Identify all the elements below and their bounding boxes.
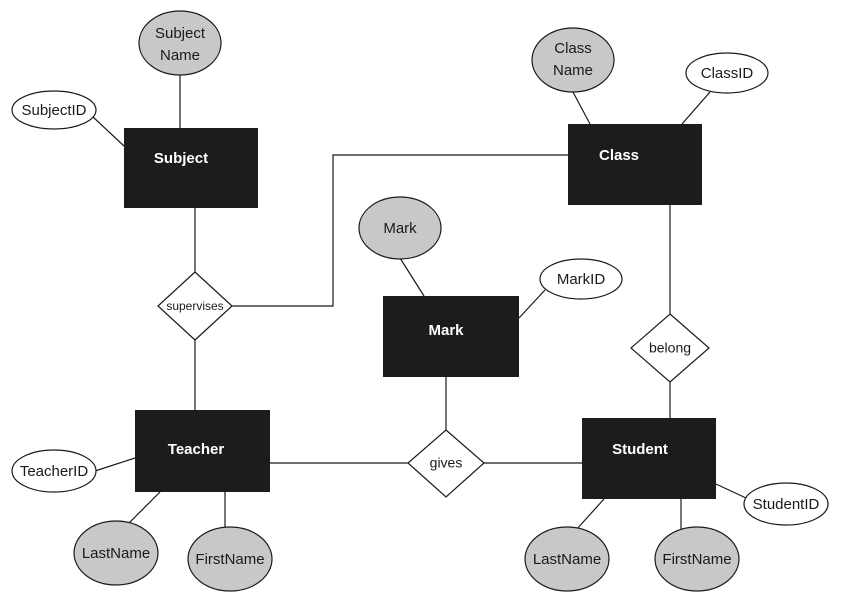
attribute-subject-id-label: SubjectID xyxy=(21,102,86,119)
entity-mark: Mark xyxy=(383,296,519,377)
entity-teacher: Teacher xyxy=(135,410,270,492)
attribute-teacher-firstname-ellipse xyxy=(187,526,273,592)
attribute-mark-id-label: MarkID xyxy=(557,271,606,288)
attribute-student-id-ellipse xyxy=(743,482,829,526)
attribute-teacher-id: TeacherID xyxy=(11,449,97,493)
entity-mark-label: Mark xyxy=(428,322,464,339)
attribute-student-lastname-ellipse xyxy=(524,526,610,592)
attribute-class-id: ClassID xyxy=(685,52,769,94)
relationship-belong-label: belong xyxy=(649,340,691,356)
entity-class-label: Class xyxy=(599,147,639,164)
entity-student-box xyxy=(582,418,716,499)
attribute-teacher-lastname-label: LastName xyxy=(82,545,150,562)
attribute-subject-name-line2: Name xyxy=(160,47,200,64)
attribute-class-id-ellipse xyxy=(685,52,769,94)
entity-class-box xyxy=(568,124,702,205)
entity-teacher-label: Teacher xyxy=(168,441,225,458)
attribute-student-id: StudentID xyxy=(743,482,829,526)
attribute-mark-id: MarkID xyxy=(539,258,623,300)
line-supervises-class xyxy=(232,154,568,307)
attribute-class-name-line1: Class xyxy=(554,40,592,57)
attribute-class-name-ellipse xyxy=(531,27,615,93)
line-classid-class xyxy=(681,91,711,125)
attribute-teacher-id-label: TeacherID xyxy=(20,463,89,480)
relationship-supervises-diamond xyxy=(157,271,233,341)
attribute-student-firstname-label: FirstName xyxy=(662,551,731,568)
line-teacherlastname-teacher xyxy=(127,491,161,525)
attribute-mark-value-ellipse xyxy=(358,196,442,260)
attribute-student-id-label: StudentID xyxy=(753,496,820,513)
entity-class: Class xyxy=(568,124,702,205)
attribute-subject-id: SubjectID xyxy=(11,90,97,130)
relationship-supervises-label: supervises xyxy=(166,299,223,313)
attribute-teacher-firstname-label: FirstName xyxy=(195,551,264,568)
attribute-mark-value: Mark xyxy=(358,196,442,260)
attribute-teacher-id-ellipse xyxy=(11,449,97,493)
attribute-subject-name-line1: Subject xyxy=(155,25,206,42)
attribute-student-firstname: FirstName xyxy=(654,526,740,592)
line-studentlastname-student xyxy=(575,498,605,531)
relationship-gives-label: gives xyxy=(430,455,463,471)
line-markvalue-mark xyxy=(399,257,425,297)
entity-subject: Subject xyxy=(124,128,258,208)
attribute-teacher-firstname: FirstName xyxy=(187,526,273,592)
attribute-subject-name: Subject Name xyxy=(138,10,222,76)
attribute-student-firstname-ellipse xyxy=(654,526,740,592)
relationship-gives-diamond xyxy=(407,429,485,498)
entity-student-label: Student xyxy=(612,441,668,458)
entity-subject-box xyxy=(124,128,258,208)
attribute-subject-name-ellipse xyxy=(138,10,222,76)
attribute-class-name-line2: Name xyxy=(553,62,593,79)
line-teacherid-teacher xyxy=(94,457,136,472)
attribute-class-name: Class Name xyxy=(531,27,615,93)
line-markid-mark xyxy=(518,289,546,319)
relationship-supervises: supervises xyxy=(157,271,233,341)
attribute-student-lastname: LastName xyxy=(524,526,610,592)
connector-lines xyxy=(91,75,747,531)
attribute-mark-id-ellipse xyxy=(539,258,623,300)
entity-student: Student xyxy=(582,418,716,499)
entity-subject-label: Subject xyxy=(154,150,208,167)
relationship-belong: belong xyxy=(630,313,710,383)
relationship-belong-diamond xyxy=(630,313,710,383)
line-studentid-student xyxy=(715,483,747,499)
entity-teacher-box xyxy=(135,410,270,492)
attribute-mark-value-label: Mark xyxy=(383,220,417,237)
attribute-subject-id-ellipse xyxy=(11,90,97,130)
attribute-class-id-label: ClassID xyxy=(701,65,754,82)
attribute-student-lastname-label: LastName xyxy=(533,551,601,568)
relationship-gives: gives xyxy=(407,429,485,498)
entity-mark-box xyxy=(383,296,519,377)
attribute-teacher-lastname-ellipse xyxy=(73,520,159,586)
line-subjectid-subject xyxy=(91,115,125,147)
attribute-teacher-lastname: LastName xyxy=(73,520,159,586)
line-classname-class xyxy=(572,91,591,125)
